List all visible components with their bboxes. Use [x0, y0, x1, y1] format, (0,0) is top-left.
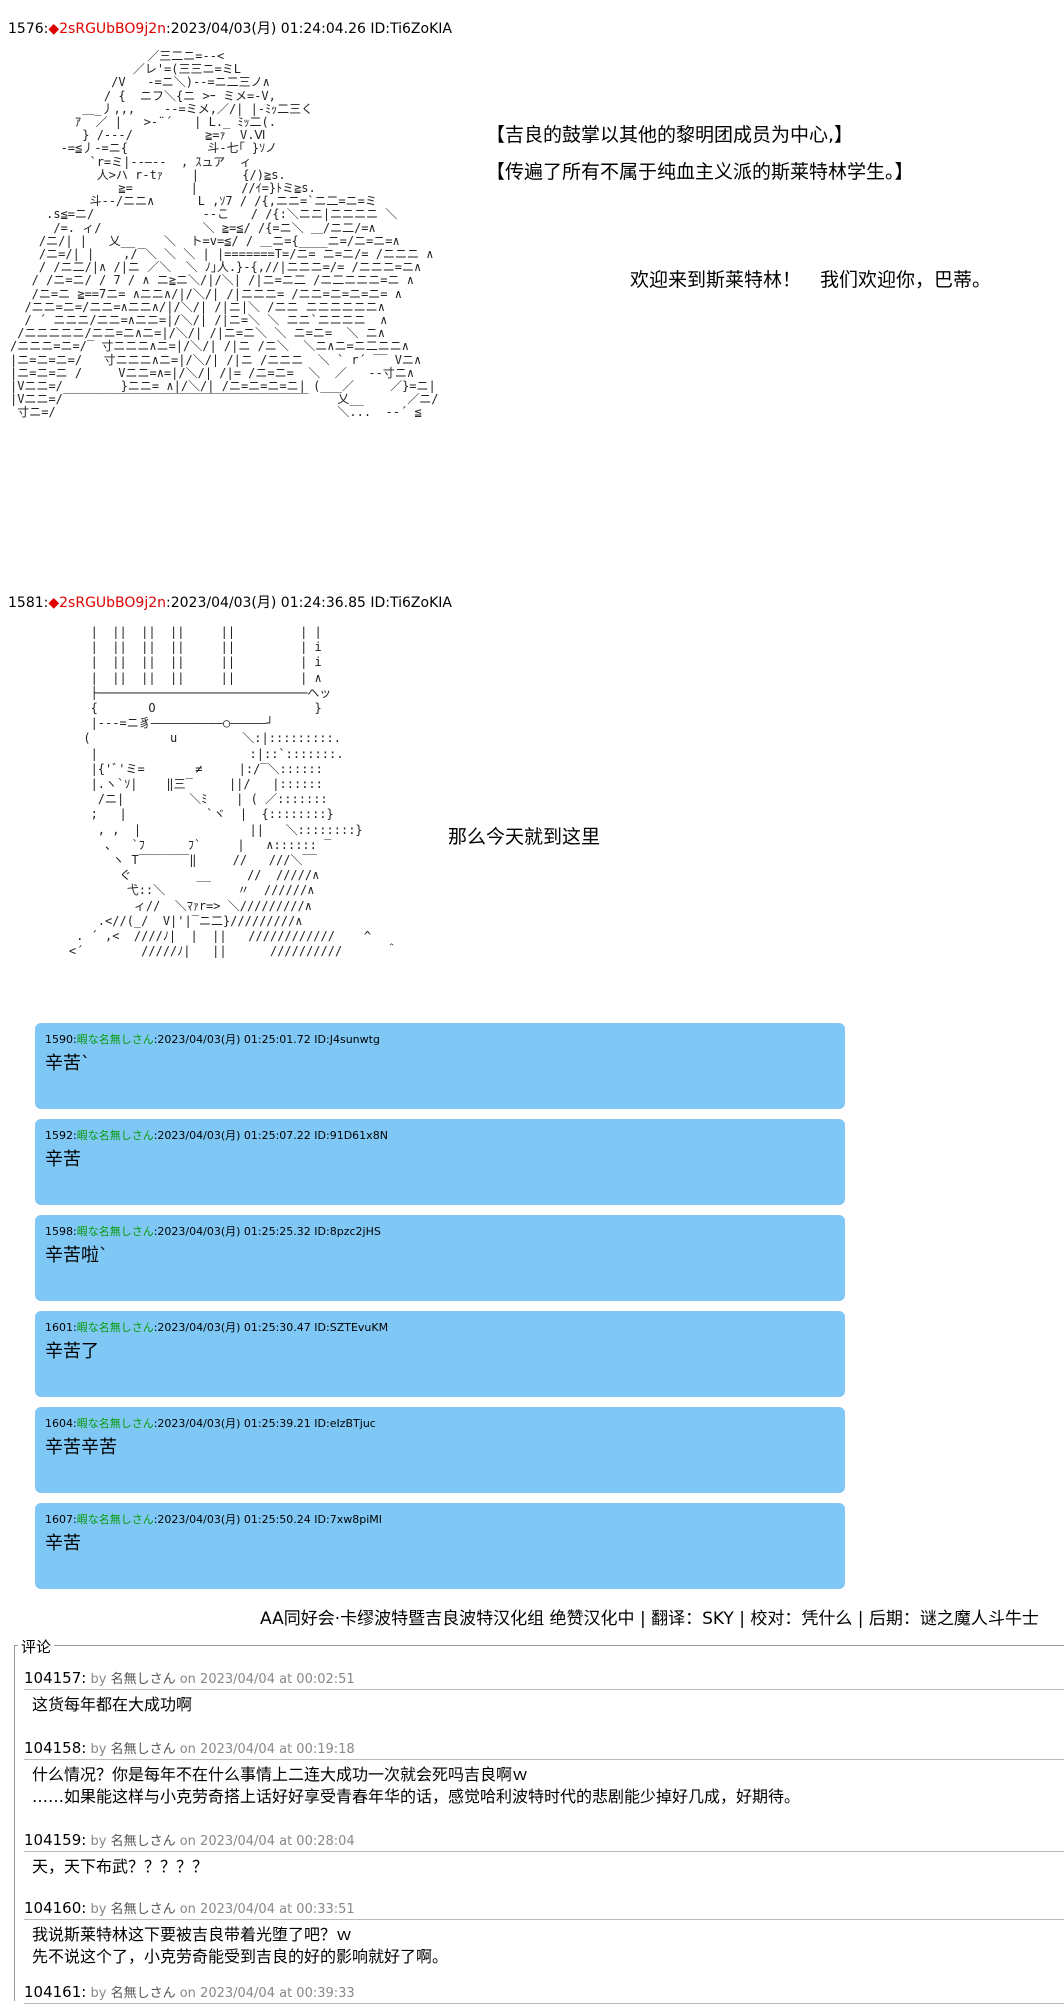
reply-header: 1601:暇な名無しさん:2023/04/03(月) 01:25:30.47 I…: [45, 1321, 389, 1334]
comment-author: 名無しさん: [110, 1986, 176, 2001]
reply-number[interactable]: 1590: [45, 1033, 73, 1046]
reply-header: 1604:暇な名無しさん:2023/04/03(月) 01:25:39.21 I…: [45, 1417, 376, 1430]
reply-card: 1598:暇な名無しさん:2023/04/03(月) 01:25:25.32 I…: [35, 1215, 845, 1301]
post-header-1576: 1576:◆2sRGUbBO9j2n:2023/04/03(月) 01:24:0…: [8, 21, 452, 37]
comment-date: on 2023/04/04 at 00:28:04: [179, 1834, 355, 1849]
reply-meta: :2023/04/03(月) 01:25:07.22 ID:91D61x8N: [153, 1129, 388, 1142]
comment: 104159: by 名無しさん on 2023/04/04 at 00:28:…: [24, 1830, 1064, 1878]
comment-author: 名無しさん: [110, 1742, 176, 1757]
comment: 104157: by 名無しさん on 2023/04/04 at 00:02:…: [24, 1668, 1064, 1716]
reply-body: 辛苦了: [45, 1341, 99, 1362]
post-header-1581: 1581:◆2sRGUbBO9j2n:2023/04/03(月) 01:24:3…: [8, 595, 452, 611]
ascii-art-figure-1: ／三二ニ=--< ／レ'=(三三ニ=ミL /V -=ニ＼)--=ニ二三ノ∧ / …: [10, 49, 439, 420]
credits-line: AA同好会·卡缪波特暨吉良波特汉化组 绝赞汉化中 | 翻译：SKY | 校对：凭…: [260, 1609, 1039, 1629]
tripcode[interactable]: 2sRGUbBO9j2n: [59, 595, 167, 611]
reply-meta: :2023/04/03(月) 01:25:50.24 ID:7xw8piMI: [153, 1513, 382, 1526]
tripcode[interactable]: 2sRGUbBO9j2n: [59, 21, 167, 37]
reply-header: 1598:暇な名無しさん:2023/04/03(月) 01:25:25.32 I…: [45, 1225, 381, 1238]
ascii-art-figure-2: | || || || || | | | || || || || | i | ||…: [68, 625, 398, 959]
comments-section: [14, 1645, 1064, 2001]
reply-number[interactable]: 1598: [45, 1225, 73, 1238]
reply-header: 1592:暇な名無しさん:2023/04/03(月) 01:25:07.22 I…: [45, 1129, 388, 1142]
reply-name: 暇な名無しさん: [76, 1033, 154, 1046]
reply-body: 辛苦辛苦: [45, 1437, 117, 1458]
comment-header: 104158: by 名無しさん on 2023/04/04 at 00:19:…: [24, 1738, 1064, 1760]
reply-card: 1607:暇な名無しさん:2023/04/03(月) 01:25:50.24 I…: [35, 1503, 845, 1589]
comment-id[interactable]: 104158:: [24, 1739, 87, 1757]
reply-meta: :2023/04/03(月) 01:25:39.21 ID:eIzBTjuc: [153, 1417, 376, 1430]
reply-number[interactable]: 1604: [45, 1417, 73, 1430]
dialogue-closing: 那么今天就到这里: [448, 826, 601, 848]
reply-body: 辛苦啦`: [45, 1245, 108, 1266]
reply-card: 1592:暇な名無しさん:2023/04/03(月) 01:25:07.22 I…: [35, 1119, 845, 1205]
reply-number[interactable]: 1592: [45, 1129, 73, 1142]
comment-header: 104159: by 名無しさん on 2023/04/04 at 00:28:…: [24, 1830, 1064, 1852]
comment: 104158: by 名無しさん on 2023/04/04 at 00:19:…: [24, 1738, 1064, 1808]
comments-title: 评论: [18, 1636, 55, 1657]
comment-date: on 2023/04/04 at 00:39:33: [179, 1986, 355, 2001]
comment: 104161: by 名無しさん on 2023/04/04 at 00:39:…: [24, 1982, 1064, 2004]
trip-diamond-icon: ◆: [48, 21, 60, 37]
post-number: 1581: [8, 595, 44, 611]
comment-id[interactable]: 104161:: [24, 1983, 87, 2001]
comment-id[interactable]: 104159:: [24, 1831, 87, 1849]
reply-header: 1590:暇な名無しさん:2023/04/03(月) 01:25:01.72 I…: [45, 1033, 380, 1046]
reply-card: 1604:暇な名無しさん:2023/04/03(月) 01:25:39.21 I…: [35, 1407, 845, 1493]
reply-name: 暇な名無しさん: [76, 1417, 154, 1430]
reply-number[interactable]: 1607: [45, 1513, 73, 1526]
comment-date: on 2023/04/04 at 00:19:18: [179, 1742, 355, 1757]
reply-card: 1601:暇な名無しさん:2023/04/03(月) 01:25:30.47 I…: [35, 1311, 845, 1397]
post-meta: :2023/04/03(月) 01:24:36.85 ID:Ti6ZoKIA: [166, 595, 452, 611]
reply-body: 辛苦: [45, 1149, 81, 1170]
reply-number[interactable]: 1601: [45, 1321, 73, 1334]
comment-id[interactable]: 104157:: [24, 1669, 87, 1687]
narration-line-2: 【传遍了所有不属于纯血主义派的斯莱特林学生。】: [486, 161, 914, 183]
comment-body: 什么情况？你是每年不在什么事情上二连大成功一次就会死吗吉良啊ｗ……如果能这样与小…: [32, 1765, 801, 1806]
comment-body: 这货每年都在大成功啊: [32, 1695, 193, 1714]
reply-body: 辛苦: [45, 1533, 81, 1554]
comment-header: 104161: by 名無しさん on 2023/04/04 at 00:39:…: [24, 1982, 1064, 2004]
reply-name: 暇な名無しさん: [76, 1321, 154, 1334]
comment-id[interactable]: 104160:: [24, 1899, 87, 1917]
reply-name: 暇な名無しさん: [76, 1129, 154, 1142]
reply-meta: :2023/04/03(月) 01:25:30.47 ID:SZTEvuKM: [153, 1321, 389, 1334]
comment-author: 名無しさん: [110, 1834, 176, 1849]
narration-line-1: 【吉良的鼓掌以其他的黎明团成员为中心,】: [486, 124, 854, 146]
comment-body: 天，天下布武？？？？？: [32, 1857, 209, 1876]
reply-name: 暇な名無しさん: [76, 1225, 154, 1238]
comment-author: 名無しさん: [110, 1672, 176, 1687]
post-number: 1576: [8, 21, 44, 37]
comment-author: 名無しさん: [110, 1902, 176, 1917]
reply-name: 暇な名無しさん: [76, 1513, 154, 1526]
reply-header: 1607:暇な名無しさん:2023/04/03(月) 01:25:50.24 I…: [45, 1513, 382, 1526]
comment: 104160: by 名無しさん on 2023/04/04 at 00:33:…: [24, 1898, 1064, 1968]
reply-card: 1590:暇な名無しさん:2023/04/03(月) 01:25:01.72 I…: [35, 1023, 845, 1109]
post-meta: :2023/04/03(月) 01:24:04.26 ID:Ti6ZoKIA: [166, 21, 452, 37]
comment-header: 104160: by 名無しさん on 2023/04/04 at 00:33:…: [24, 1898, 1064, 1920]
reply-meta: :2023/04/03(月) 01:25:25.32 ID:8pzc2jHS: [153, 1225, 381, 1238]
comment-date: on 2023/04/04 at 00:02:51: [179, 1672, 355, 1687]
trip-diamond-icon: ◆: [48, 595, 60, 611]
comment-header: 104157: by 名無しさん on 2023/04/04 at 00:02:…: [24, 1668, 1064, 1690]
dialogue-welcome: 欢迎来到斯莱特林！ 我们欢迎你，巴蒂。: [630, 269, 992, 291]
reply-body: 辛苦`: [45, 1053, 90, 1074]
reply-meta: :2023/04/03(月) 01:25:01.72 ID:J4sunwtg: [153, 1033, 380, 1046]
comment-date: on 2023/04/04 at 00:33:51: [179, 1902, 355, 1917]
